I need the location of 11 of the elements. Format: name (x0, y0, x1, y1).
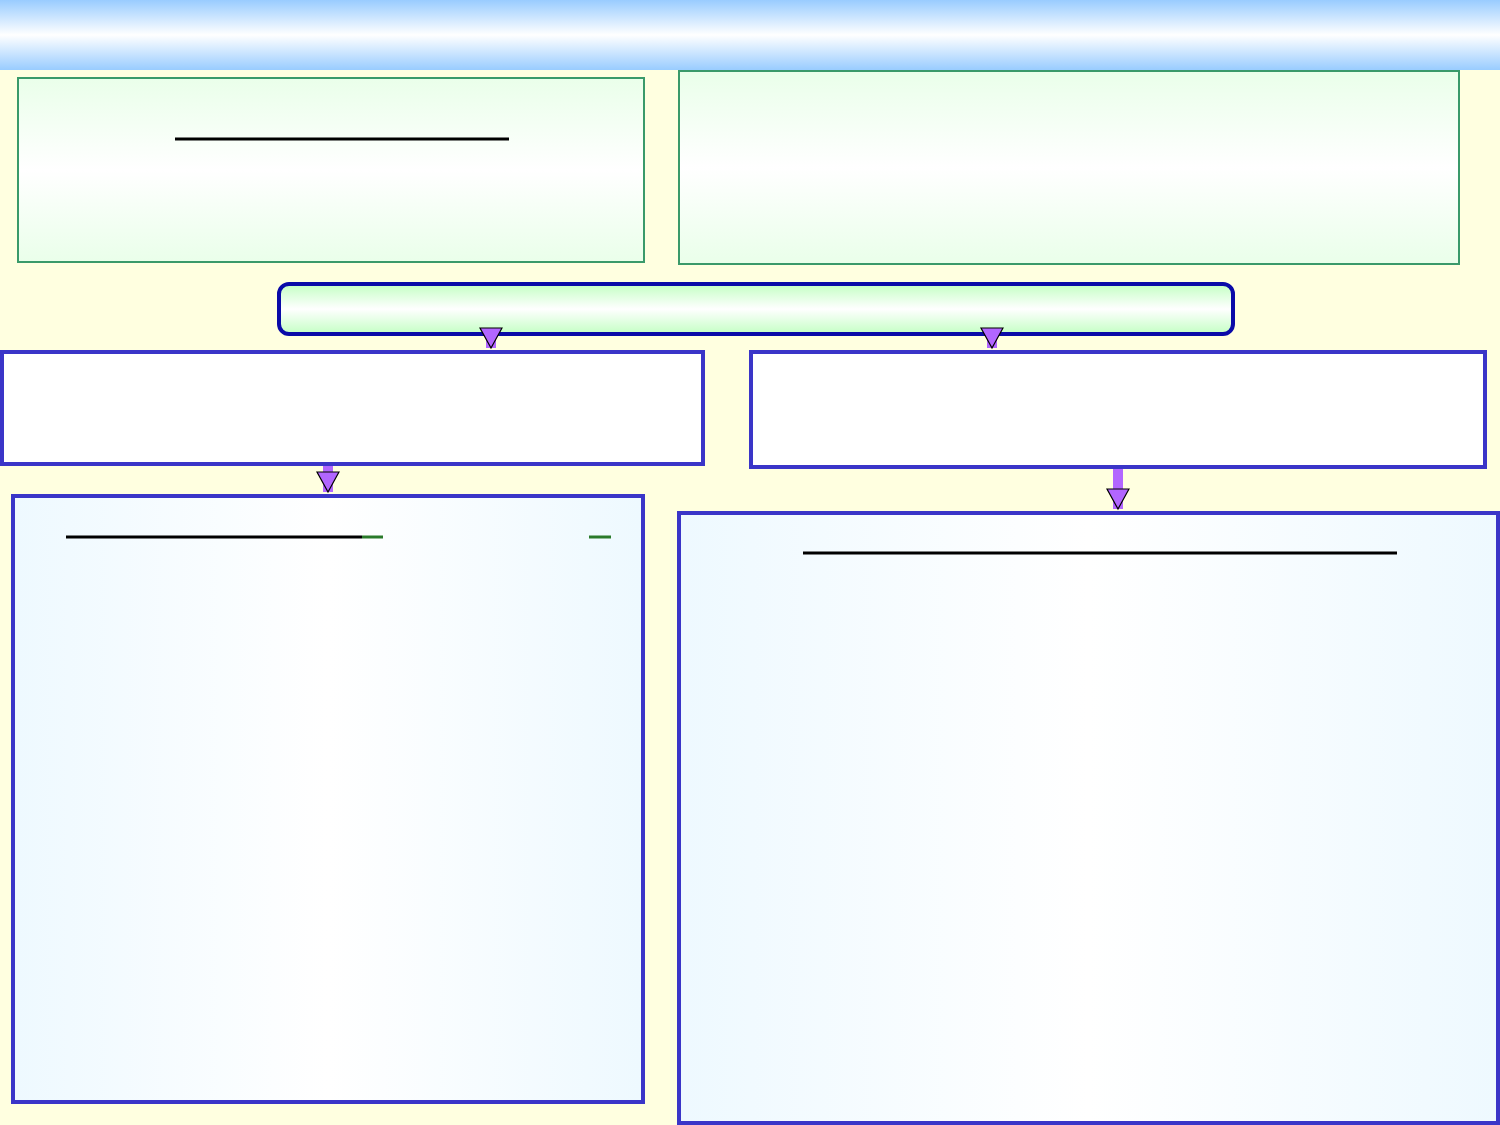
box (11, 494, 645, 1104)
arrow (1106, 469, 1130, 510)
box (677, 511, 1500, 1125)
box (0, 350, 705, 466)
box (749, 350, 1487, 469)
rounded-box (277, 282, 1235, 336)
box (17, 77, 645, 263)
arrow (316, 466, 340, 493)
arrow (980, 327, 1004, 349)
arrow (479, 327, 503, 349)
box (678, 70, 1460, 265)
